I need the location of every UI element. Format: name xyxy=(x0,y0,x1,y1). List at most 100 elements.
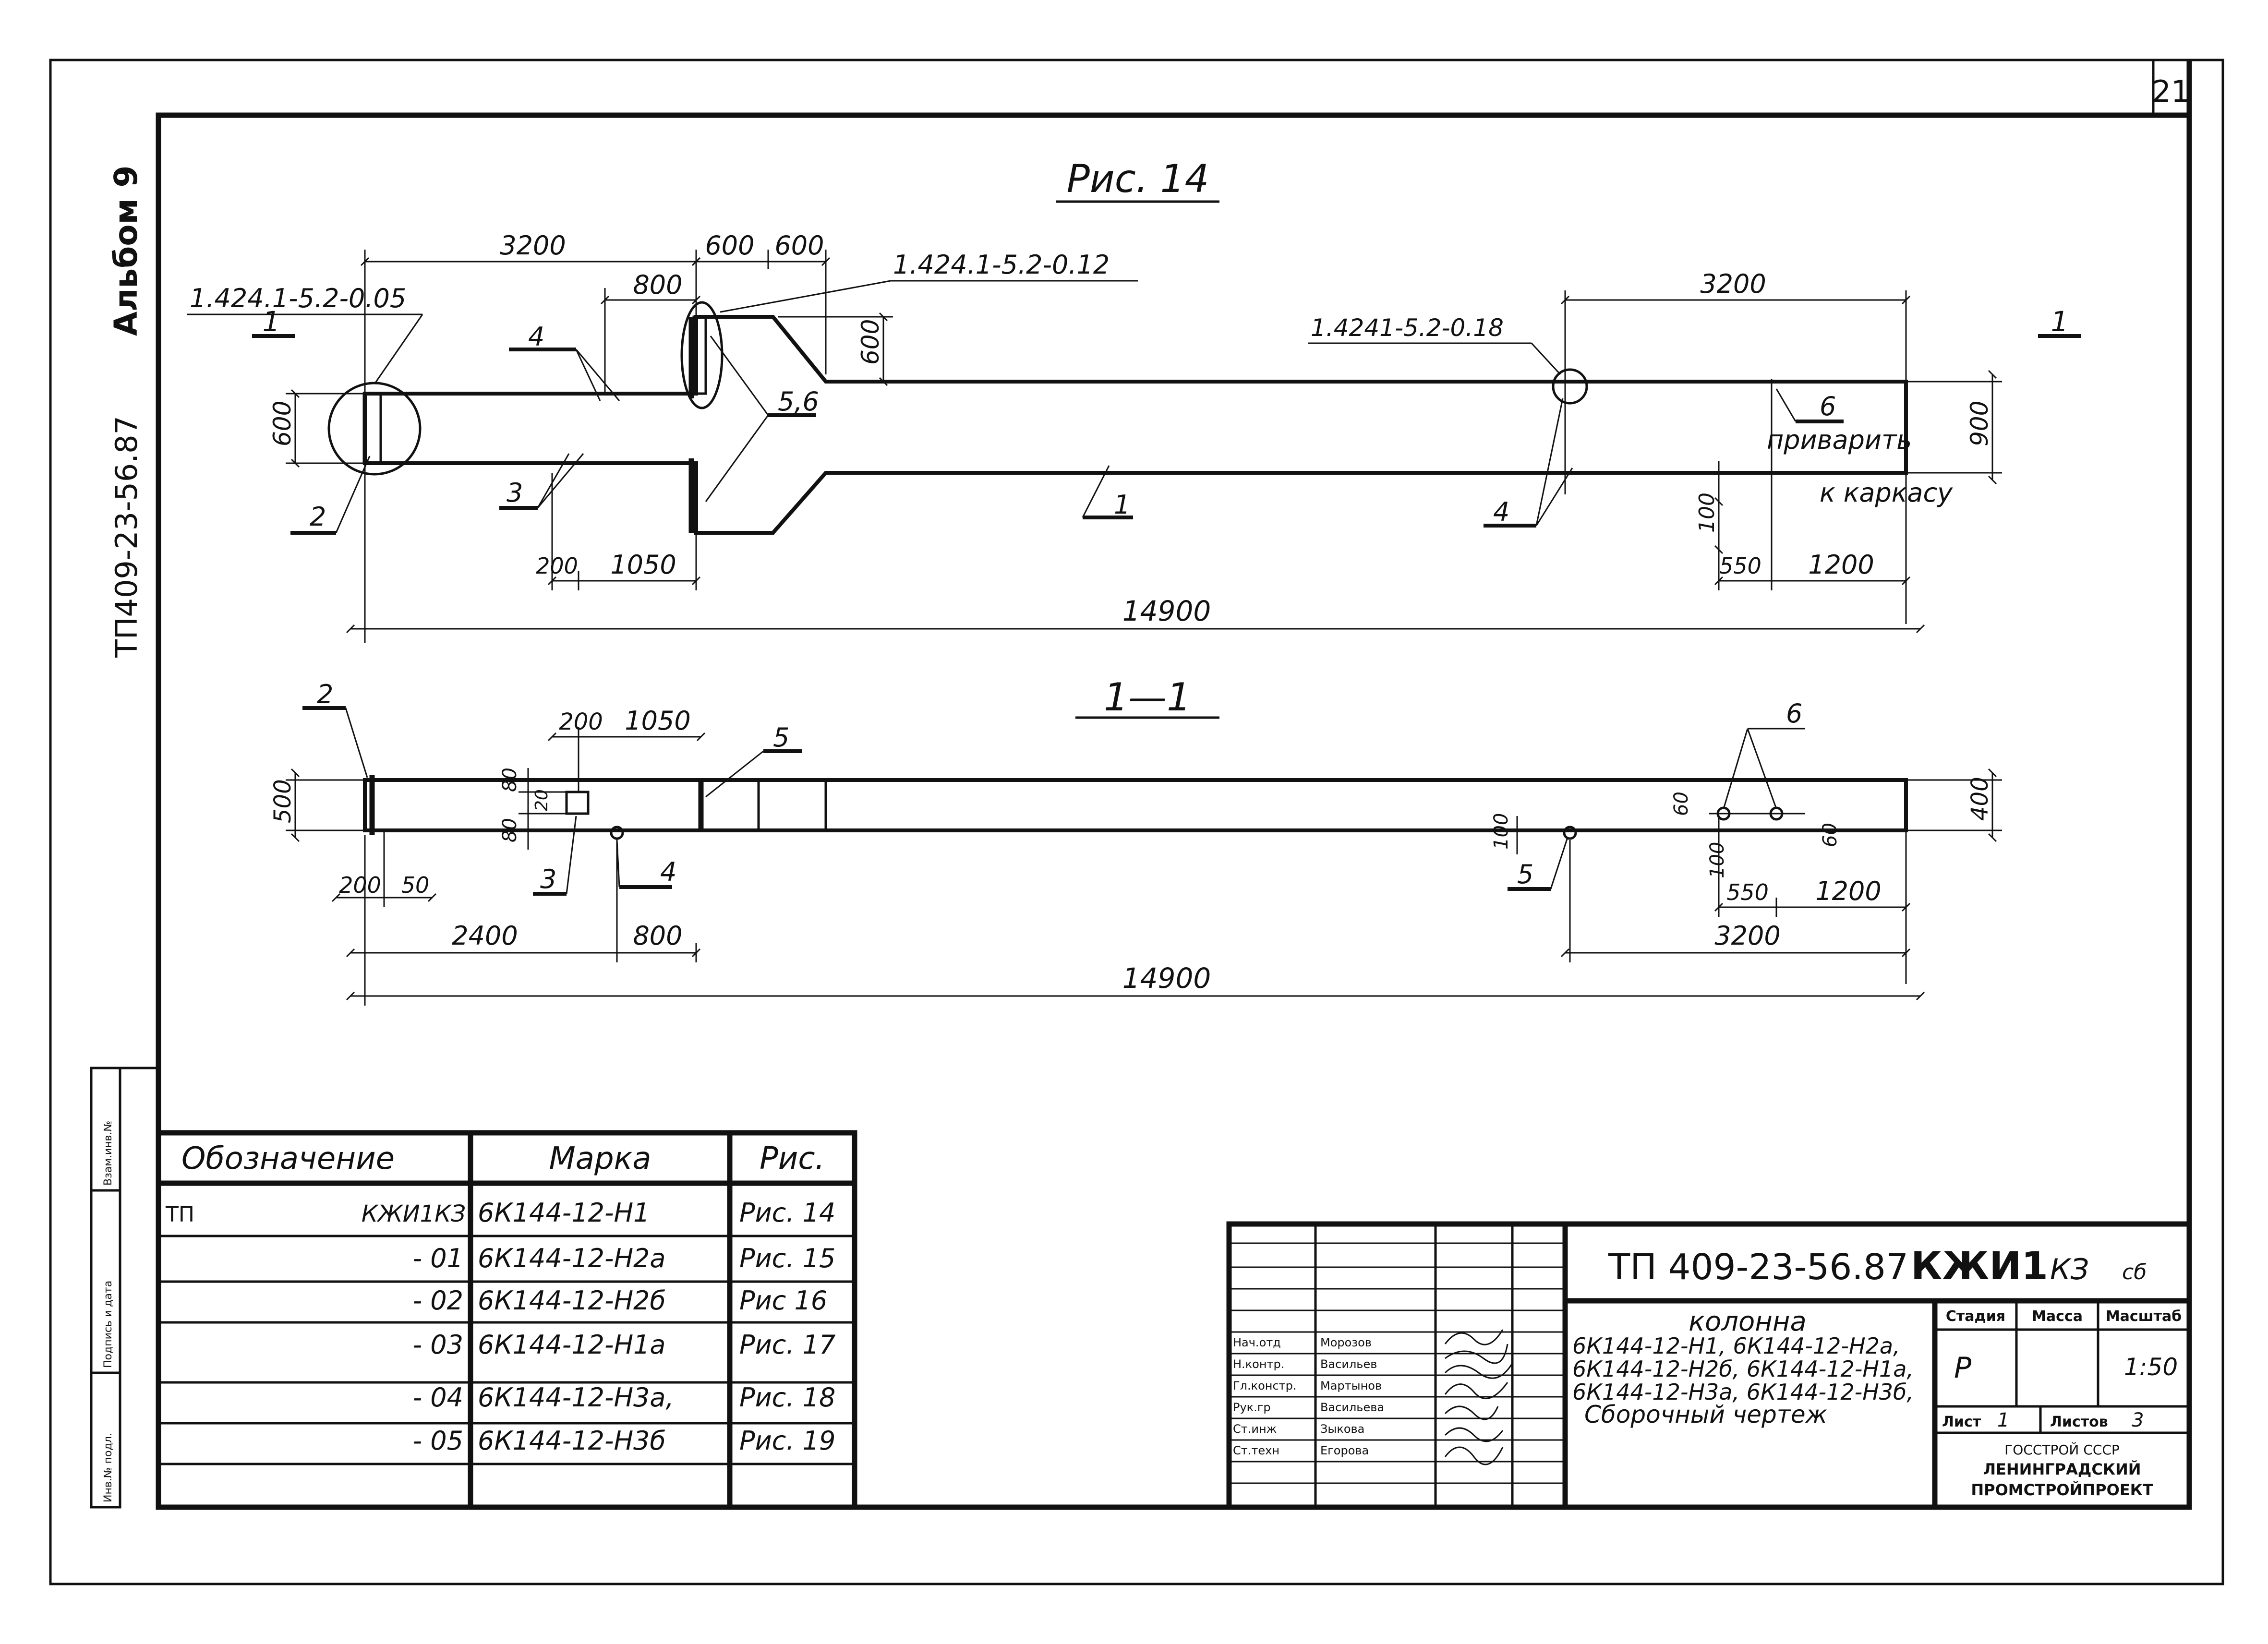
insert-box xyxy=(565,791,590,815)
spec-row-5-fig: Рис. 18 xyxy=(739,1382,835,1413)
staff-role-3: Гл.констр. xyxy=(1233,1379,1297,1392)
spec-row-3-designation: - 02 xyxy=(413,1285,463,1316)
detail-circle-left xyxy=(327,382,422,476)
staff-name-4: Васильева xyxy=(1320,1401,1384,1414)
title-name-4: 6К144-12-Н3а, 6К144-12-Н3б, xyxy=(1572,1379,1914,1405)
signatures xyxy=(1444,1329,1513,1465)
side-field-1: Взам.инв.№ xyxy=(102,1121,114,1186)
spec-header-fig: Рис. xyxy=(760,1141,825,1176)
spec-row-1-designation: КЖИ1КЗ xyxy=(362,1200,466,1227)
spec-header-designation: Обозначение xyxy=(181,1141,395,1176)
sheet-number-box xyxy=(2152,59,2191,117)
sec-dim-100-right: 100 xyxy=(1490,813,1512,850)
staff-role-1: Нач.отд xyxy=(1233,1336,1281,1349)
pos-4-top-left: 4 xyxy=(528,322,544,352)
title-name-1: колонна xyxy=(1689,1306,1807,1337)
ref-mid: 1.424.1-5.2-0.12 xyxy=(893,250,1110,280)
dim-1050: 1050 xyxy=(610,550,676,580)
stage-label: Стадия xyxy=(1946,1308,2005,1325)
spec-row-4-mark: 6К144-12-Н1а xyxy=(478,1330,666,1360)
title-mark: КЖИ1 xyxy=(1911,1244,2048,1288)
dim-100: 100 xyxy=(1695,492,1719,533)
sec-dim-800: 800 xyxy=(633,921,682,951)
sec-pos-6: 6 xyxy=(1786,698,1802,729)
spec-row-prefix: ТП xyxy=(165,1202,194,1227)
sec-dim-60-a: 60 xyxy=(1670,792,1692,816)
section-mark-left: 1 xyxy=(263,305,280,338)
sec-dim-500: 500 xyxy=(269,779,296,823)
dim-3200-right: 3200 xyxy=(1700,269,1766,299)
sec-dim-550: 550 xyxy=(1726,879,1769,905)
spec-row-2-designation: - 01 xyxy=(413,1243,463,1273)
sec-dim-80-a: 80 xyxy=(499,768,521,792)
title-name-5: Сборочный чертеж xyxy=(1584,1401,1827,1428)
pos-4-top-right: 4 xyxy=(1493,497,1509,527)
album-label: Альбом 9 xyxy=(108,166,145,336)
org-line-3: ПРОМСТРОЙПРОЕКТ xyxy=(1971,1481,2153,1499)
dim-800: 800 xyxy=(633,270,682,300)
sec-dim-3200: 3200 xyxy=(1714,921,1780,951)
staff-name-1: Морозов xyxy=(1320,1336,1372,1349)
org-line-2: ЛЕНИНГРАДСКИЙ xyxy=(1983,1460,2141,1478)
sec-pos-2: 2 xyxy=(317,679,333,709)
dim-900: 900 xyxy=(1966,401,1993,446)
column-outline-top xyxy=(363,315,1908,535)
spec-row-3-fig: Рис 16 xyxy=(739,1285,827,1316)
sheets-label: Листов xyxy=(2050,1414,2108,1430)
title-name-2: 6К144-12-Н1, 6К144-12-Н2а, xyxy=(1572,1333,1900,1359)
spec-row-6-fig: Рис. 19 xyxy=(739,1426,835,1456)
weld-note-line1: приварить xyxy=(1767,425,1912,455)
spec-row-6-mark: 6К144-12-Н3б xyxy=(478,1426,666,1456)
detail-circle-right xyxy=(1552,368,1588,405)
scale-label: Масштаб xyxy=(2106,1308,2182,1325)
fig14-view: Рис. 14 3200 600 600 800 600 xyxy=(187,156,2081,643)
sec-dim-60-b: 60 xyxy=(1819,823,1841,847)
staff-name-2: Васильев xyxy=(1320,1357,1377,1371)
outer-frame xyxy=(49,59,2224,1585)
staff-role-5: Ст.инж xyxy=(1233,1422,1277,1436)
spec-row-5-designation: - 04 xyxy=(413,1382,463,1413)
spec-row-4-fig: Рис. 17 xyxy=(739,1330,835,1360)
sheet-label: Лист xyxy=(1942,1414,1981,1430)
side-fields: Взам.инв.№ Подпись и дата Инв.№ подл. xyxy=(90,1067,158,1509)
sec-pos-4: 4 xyxy=(660,857,676,887)
staff-role-2: Н.контр. xyxy=(1233,1357,1284,1371)
column-outline-section xyxy=(363,778,1908,832)
dim-3200-left: 3200 xyxy=(500,230,566,261)
title-suffix2: сб xyxy=(2122,1260,2147,1284)
ref-right: 1.4241-5.2-0.18 xyxy=(1311,314,1504,342)
sec-dim-20: 20 xyxy=(532,789,552,811)
spec-row-2-mark: 6К144-12-Н2а xyxy=(478,1243,666,1273)
section-title: 1—1 xyxy=(1104,675,1191,720)
section-1-1-view: 1—1 200 1050 500 400 80 20 80 xyxy=(269,675,2002,1006)
sec-pos-5-top: 5 xyxy=(773,722,789,753)
sec-dim-14900: 14900 xyxy=(1122,962,1211,995)
dim-550: 550 xyxy=(1719,553,1761,579)
dim-200: 200 xyxy=(536,553,578,579)
end-plate xyxy=(362,392,382,465)
title-code: ТП 409-23-56.87 xyxy=(1608,1247,1908,1288)
fig14-title: Рис. 14 xyxy=(1067,156,1209,201)
spec-table: Обозначение Марка Рис. ТП КЖИ1КЗ 6К144-1… xyxy=(156,1130,857,1510)
sec-dim-1200: 1200 xyxy=(1815,876,1881,906)
ref-left: 1.424.1-5.2-0.05 xyxy=(190,283,406,313)
staff-role-4: Рук.гр xyxy=(1233,1401,1271,1414)
pos-1-top: 1 xyxy=(1114,490,1130,520)
spec-row-1-fig: Рис. 14 xyxy=(739,1198,835,1228)
staff-name-5: Зыкова xyxy=(1320,1422,1364,1436)
mass-label: Масса xyxy=(2032,1308,2083,1325)
scale-value: 1:50 xyxy=(2124,1353,2178,1381)
sec-pos-5-bottom: 5 xyxy=(1517,859,1533,889)
sec-dim-400: 400 xyxy=(1966,777,1993,821)
pos-5-6-top: 5,6 xyxy=(778,386,819,417)
staff-role-6: Ст.техн xyxy=(1233,1444,1279,1457)
sec-dim-200-top: 200 xyxy=(559,708,603,735)
sec-dim-200-bottom: 200 xyxy=(339,872,381,898)
side-doc-code: ТП409-23-56.87 xyxy=(109,416,144,658)
spec-row-3-mark: 6К144-12-Н2б xyxy=(478,1285,666,1316)
spec-row-4-designation: - 03 xyxy=(413,1330,463,1360)
sheet-no: 1 xyxy=(1997,1409,2009,1431)
side-field-2: Подпись и дата xyxy=(102,1281,114,1368)
sec-dim-1050-top: 1050 xyxy=(625,706,690,736)
title-suffix: КЗ xyxy=(2050,1253,2089,1286)
